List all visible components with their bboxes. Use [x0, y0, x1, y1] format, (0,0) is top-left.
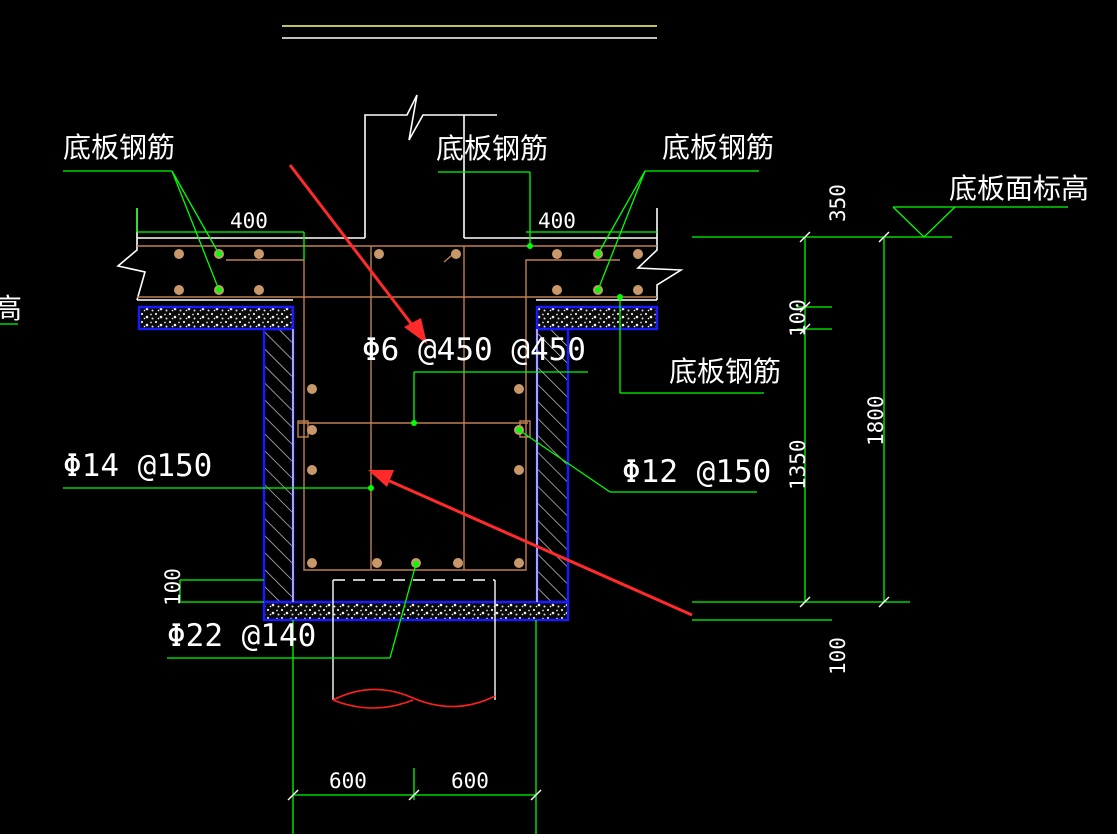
rebar-dot — [174, 249, 184, 259]
slab-top-elevation-label: 底板面标高 — [949, 172, 1089, 205]
rebar-dot — [514, 465, 524, 475]
rebar-dot — [307, 425, 317, 435]
leader-lines — [0, 170, 1068, 834]
rebar-dot — [552, 249, 562, 259]
rebar-dot — [552, 285, 562, 295]
pile — [332, 579, 496, 709]
rebar-label-right: 底板钢筋 — [669, 355, 781, 388]
dim-half-width-left: 600 — [329, 769, 367, 793]
cap-outline — [292, 329, 538, 602]
rebar-dot — [254, 285, 264, 295]
side-bar-left-label: Φ14 @150 — [63, 448, 212, 484]
dim-half-width-right: 600 — [451, 769, 489, 793]
dim-cushion-left: 100 — [161, 568, 185, 606]
dim-cushion-top: 100 — [786, 299, 810, 337]
stirrup-spec-label: Φ6 @450 @450 — [362, 332, 586, 368]
rebar-dot — [374, 249, 384, 259]
cushion-layer — [137, 305, 659, 622]
dim-total-height: 1800 — [864, 395, 888, 446]
dimension-ticks — [287, 231, 890, 801]
rebar-dot — [307, 465, 317, 475]
bottom-bar-label: Φ22 @140 — [167, 618, 316, 654]
dim-right-width: 400 — [538, 209, 576, 233]
rebar-dot — [174, 285, 184, 295]
left-edge-fragment: 高 — [0, 292, 22, 325]
rebar-label-top-left: 底板钢筋 — [63, 131, 175, 164]
rebar-dot — [633, 285, 643, 295]
rebar-dot — [372, 558, 382, 568]
dim-top-thickness: 350 — [826, 184, 850, 222]
rebar-label-top-right: 底板钢筋 — [662, 131, 774, 164]
rebar-dot — [451, 249, 461, 259]
dim-mid-height: 1350 — [786, 439, 810, 490]
dim-cushion-bottom: 100 — [826, 637, 850, 675]
side-bar-right-label: Φ12 @150 — [622, 454, 771, 490]
dim-left-width: 400 — [230, 209, 268, 233]
slab-outline — [116, 208, 684, 301]
rebar-dot — [514, 558, 524, 568]
column-outline — [364, 94, 497, 238]
leader-dots — [216, 243, 623, 567]
rebar-lines — [137, 245, 657, 571]
rebar-label-top-mid: 底板钢筋 — [436, 132, 548, 165]
rebar-dot — [307, 558, 317, 568]
side-walls — [262, 327, 570, 604]
rebar-dots — [174, 249, 643, 568]
rebar-dot — [254, 249, 264, 259]
annotation-arrows — [288, 164, 693, 617]
rebar-dot — [633, 249, 643, 259]
rebar-dot — [307, 384, 317, 394]
rebar-dot — [453, 558, 463, 568]
title-underline — [282, 25, 657, 39]
rebar-dot — [514, 384, 524, 394]
